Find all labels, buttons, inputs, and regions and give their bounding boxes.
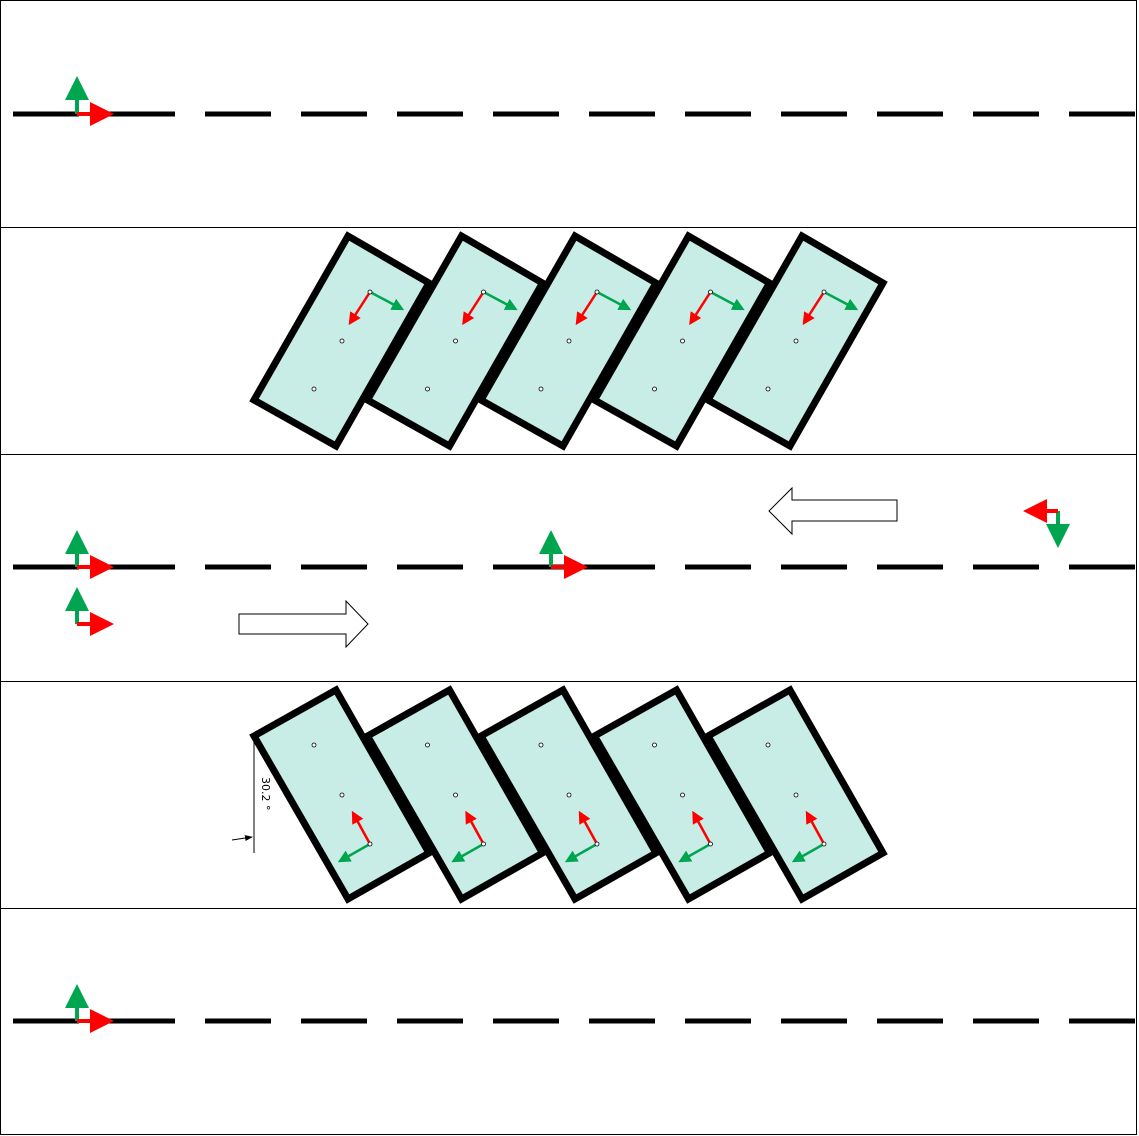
- parking-slot: [703, 685, 888, 904]
- frame-axes-icon: [678, 810, 713, 863]
- direction-arrow-icon: [238, 599, 369, 649]
- slot-point: [538, 742, 544, 748]
- slot-point: [652, 742, 657, 748]
- frame-axes-icon: [802, 289, 859, 326]
- slot-point: [538, 386, 544, 392]
- frame-axes-icon: [337, 810, 373, 863]
- slot-point: [339, 338, 345, 344]
- frame-axes-icon: [462, 289, 518, 326]
- parking-slot: [476, 231, 661, 451]
- direction-arrow-icon: [768, 486, 898, 536]
- slot-point: [453, 792, 458, 798]
- slot-point: [425, 386, 430, 392]
- frame-axes-icon: [575, 289, 632, 326]
- slot-point: [453, 338, 458, 344]
- upper-parking-row: [249, 231, 888, 451]
- frame-axes-icon: [539, 530, 588, 579]
- slot-point: [765, 386, 771, 392]
- slot-point: [425, 742, 430, 748]
- frame-axes-icon: [65, 530, 114, 579]
- slot-point: [765, 742, 771, 748]
- slot-point: [680, 792, 685, 798]
- slot-point: [311, 742, 317, 748]
- frame-axes-icon: [1023, 499, 1070, 548]
- slot-point: [652, 386, 657, 392]
- parking-slot: [703, 231, 888, 451]
- frame-axes-icon: [348, 289, 405, 326]
- frame-axes-icon: [451, 810, 486, 863]
- frame-axes-icon: [65, 587, 114, 636]
- parking-slot: [249, 685, 434, 904]
- frame-axes-icon: [65, 76, 114, 126]
- frame-axes-icon: [689, 289, 745, 326]
- frame-axes-icon: [65, 984, 114, 1033]
- slot-point: [566, 792, 572, 798]
- slot-point: [566, 338, 572, 344]
- slot-point: [311, 386, 317, 392]
- parking-slot: [249, 231, 434, 451]
- parking-slot: [589, 231, 775, 451]
- slot-point: [793, 792, 799, 798]
- slot-point: [680, 338, 685, 344]
- slot-point: [339, 792, 345, 798]
- angle-dimension: 30.2 °: [231, 739, 272, 853]
- parking-slot: [476, 685, 661, 904]
- parking-slot: [362, 231, 548, 451]
- lower-parking-row: [249, 685, 888, 904]
- frame-axes-icon: [791, 810, 827, 863]
- frame-axes-icon: [564, 810, 600, 863]
- parking-slot: [362, 685, 548, 904]
- slot-point: [793, 338, 799, 344]
- angle-label: 30.2 °: [259, 777, 272, 811]
- parking-slot: [589, 685, 775, 904]
